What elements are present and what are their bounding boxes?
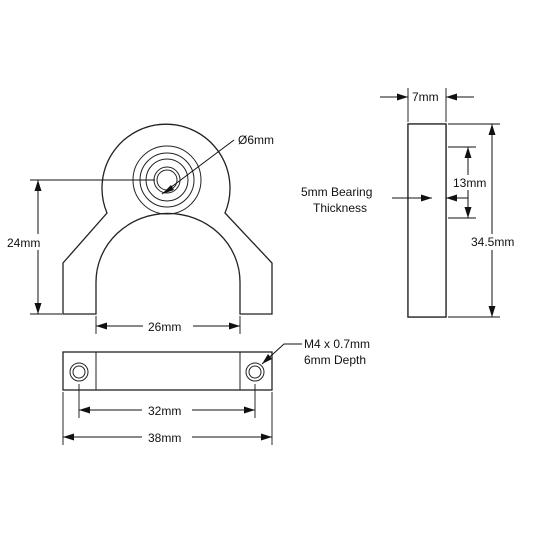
bore-diameter-dimension: Ø6mm — [161, 133, 274, 195]
bottom-view — [62, 351, 273, 391]
thread-label-line1: M4 x 0.7mm — [304, 337, 370, 351]
overall-height-label: 34.5mm — [471, 235, 514, 249]
height-front-label: 24mm — [7, 236, 40, 250]
front-view-outline — [62, 123, 273, 315]
height-front-dimension: 24mm — [4, 179, 155, 315]
thickness-label: 7mm — [412, 90, 439, 104]
bearing-od-label: 13mm — [453, 176, 486, 190]
tapped-hole-left-outer — [69, 362, 89, 382]
bearing-note-line1: 5mm Bearing — [301, 185, 372, 199]
tapped-hole-left-inner — [72, 365, 86, 379]
hole-spacing-label: 32mm — [148, 404, 181, 418]
overall-width-label: 38mm — [148, 431, 181, 445]
bearing-od-dimension: 13mm — [448, 146, 490, 219]
overall-width-dimension: 38mm — [62, 392, 273, 445]
bore-diameter-label: Ø6mm — [238, 133, 274, 147]
hole-spacing-dimension: 32mm — [78, 384, 256, 418]
thread-label-line2: 6mm Depth — [304, 353, 366, 367]
bearing-note-line2: Thickness — [313, 201, 367, 215]
overall-height-dimension: 34.5mm — [448, 123, 520, 318]
thread-callout: M4 x 0.7mm 6mm Depth — [261, 337, 370, 367]
front-view — [62, 123, 273, 315]
inner-width-label: 26mm — [148, 320, 181, 334]
tapped-hole-right-outer — [245, 362, 265, 382]
bearing-thickness-note: 5mm Bearing Thickness — [301, 185, 468, 215]
tapped-hole-right-inner — [248, 365, 262, 379]
inner-width-dimension: 26mm — [95, 316, 241, 334]
thickness-dimension: 7mm — [380, 88, 474, 122]
bottom-view-outline — [62, 351, 273, 391]
side-view — [407, 123, 447, 318]
